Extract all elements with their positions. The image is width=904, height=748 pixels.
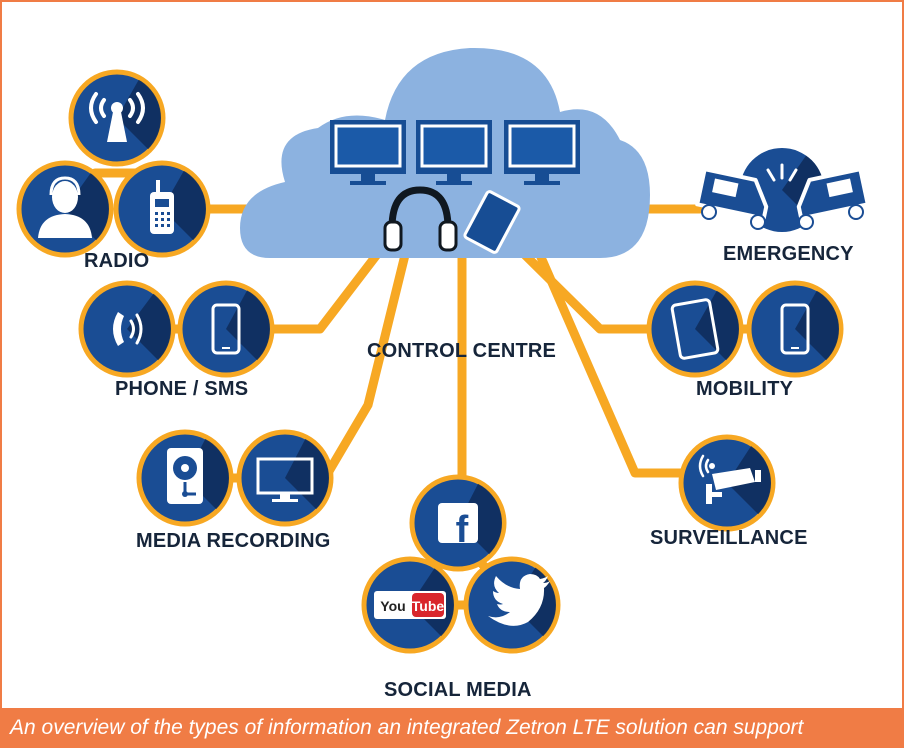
smartphone-node <box>177 280 275 378</box>
headset-icon <box>383 186 458 252</box>
monitor-icon <box>256 457 314 502</box>
label-control-centre: CONTROL CENTRE <box>367 340 557 362</box>
monitor-node <box>236 429 334 527</box>
figure-caption: An overview of the types of information … <box>10 716 804 739</box>
label-surveillance: SURVEILLANCE <box>650 527 808 549</box>
caption-bar: An overview of the types of information … <box>0 708 904 748</box>
monitor-icon-1 <box>330 120 406 185</box>
tablet-node <box>646 280 744 378</box>
mobility-phone-node <box>746 280 844 378</box>
label-media-recording: MEDIA RECORDING <box>136 530 331 552</box>
diagram: f You Tube <box>16 47 870 654</box>
monitor-icon-3 <box>504 120 580 185</box>
youtube-logo-you: You <box>380 598 405 614</box>
hard-drive-node <box>136 429 234 527</box>
youtube-logo-tube: Tube <box>412 598 445 614</box>
surveillance-node <box>678 434 776 532</box>
tablet-icon-cloud <box>463 190 521 254</box>
facebook-node: f <box>409 474 507 572</box>
twitter-icon <box>488 574 550 626</box>
smartphone-icon <box>211 303 241 355</box>
phone-icon <box>113 312 143 346</box>
facebook-logo-letter: f <box>456 509 469 551</box>
youtube-icon: You Tube <box>374 591 446 619</box>
emergency-node <box>695 148 870 232</box>
monitor-icon-2 <box>416 120 492 185</box>
label-emergency: EMERGENCY <box>723 243 854 265</box>
radio-operator-node <box>16 160 114 258</box>
label-social-media: SOCIAL MEDIA <box>384 679 532 701</box>
tablet-icon <box>670 298 720 360</box>
walkie-talkie-icon <box>150 180 174 234</box>
antenna-icon <box>89 92 145 124</box>
youtube-node: You Tube <box>361 556 459 654</box>
mobility-smartphone-icon <box>780 303 810 355</box>
hard-drive-icon <box>167 448 203 504</box>
radio-walkie-node <box>113 160 211 258</box>
label-phone-sms: PHONE / SMS <box>115 378 249 400</box>
label-radio: RADIO <box>84 250 150 272</box>
cctv-camera-icon <box>698 454 761 504</box>
emergency-vehicles-icon <box>695 163 870 230</box>
label-mobility: MOBILITY <box>696 378 794 400</box>
phone-node <box>78 280 176 378</box>
control-centre-cloud <box>240 47 650 258</box>
radio-antenna-node <box>68 69 166 167</box>
twitter-node <box>463 556 561 654</box>
operator-icon <box>38 176 92 238</box>
facebook-icon: f <box>438 503 478 551</box>
